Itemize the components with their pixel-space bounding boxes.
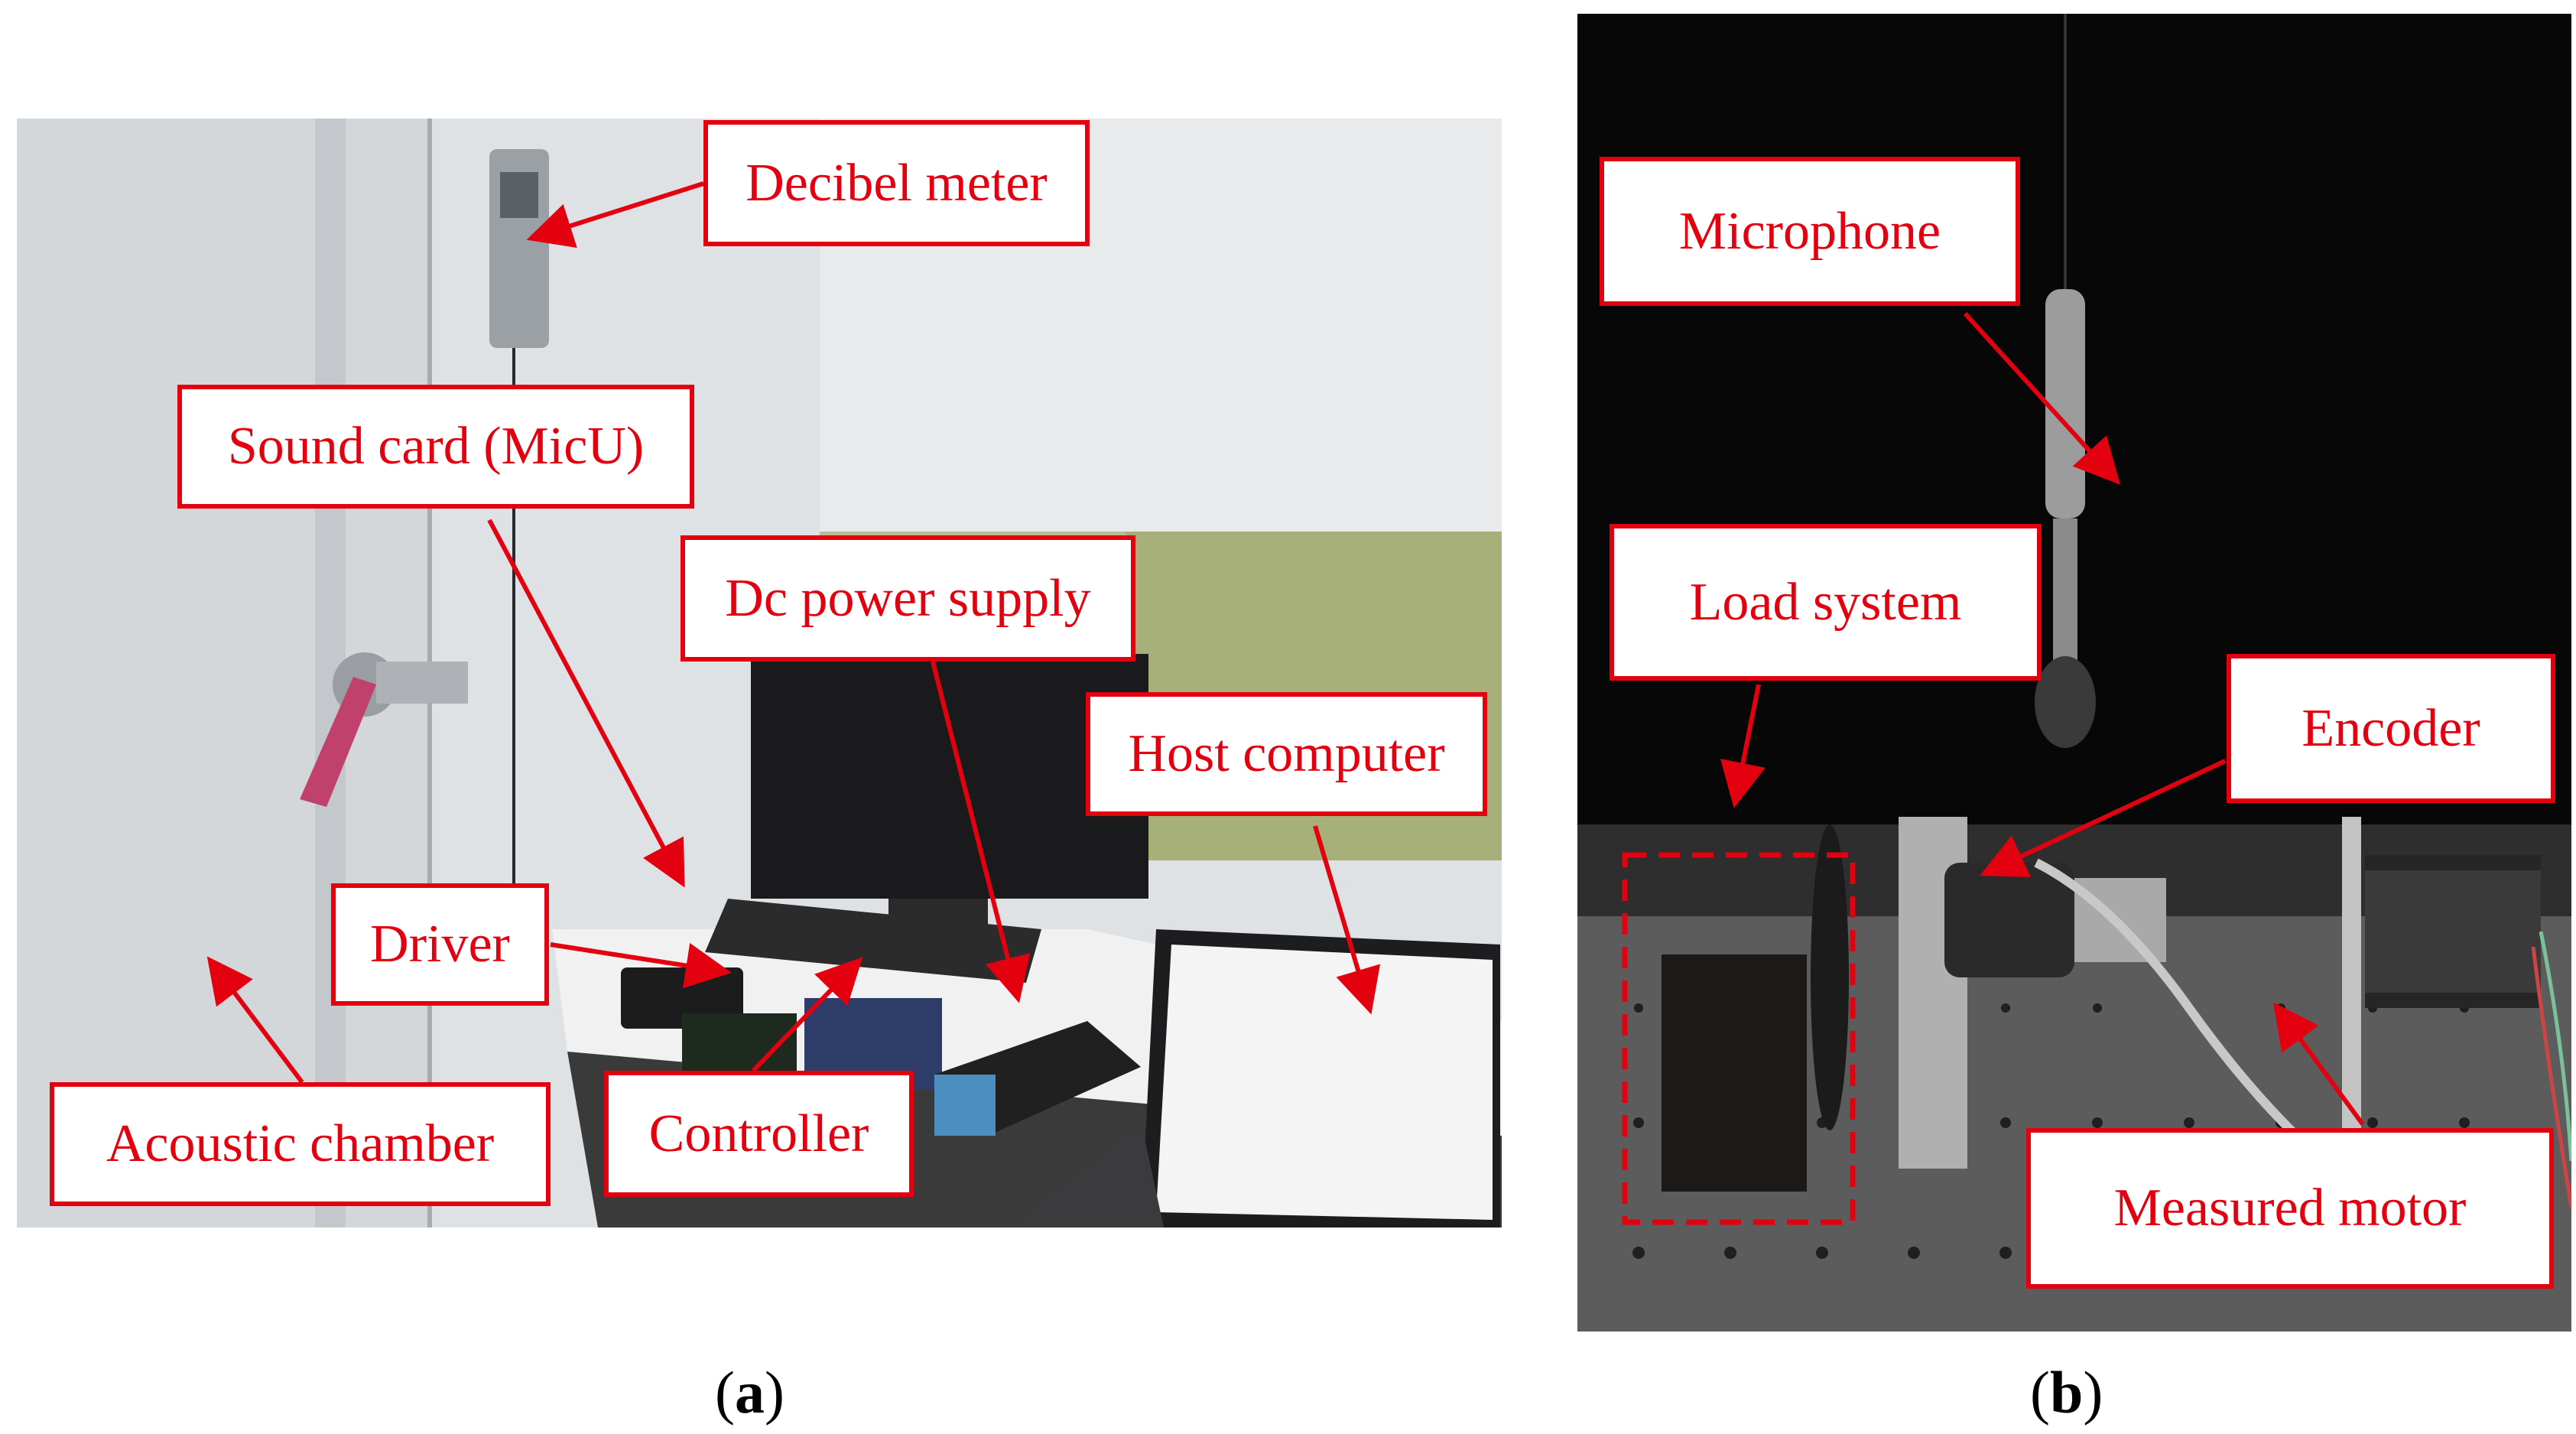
encoder-device: [1944, 863, 2074, 977]
label-encoder: Encoder: [2227, 654, 2555, 803]
microphone-device: [2045, 289, 2085, 519]
label-microphone: Microphone: [1600, 157, 2020, 306]
label-sound-card: Sound card (MicU): [177, 385, 694, 509]
label-measured-motor: Measured motor: [2026, 1128, 2554, 1289]
load-disk: [1811, 824, 1849, 1130]
label-driver: Driver: [331, 883, 549, 1006]
label-decibel-meter: Decibel meter: [703, 120, 1090, 246]
load-system-outline: [1622, 852, 1856, 1225]
caption-a: (a): [715, 1359, 784, 1426]
caption-b-letter: b: [2049, 1359, 2084, 1426]
label-host-computer: Host computer: [1086, 692, 1487, 816]
label-acoustic-chamber: Acoustic chamber: [50, 1082, 551, 1206]
caption-a-letter: a: [734, 1359, 765, 1426]
caption-b: (b): [2030, 1359, 2103, 1426]
photo-panel-a: [17, 119, 1502, 1228]
door-handle: [300, 677, 376, 807]
lab-photo: [17, 119, 1502, 1228]
label-load-system: Load system: [1610, 524, 2042, 681]
load-block: [1662, 954, 1807, 1192]
mic-windscreen: [2035, 656, 2096, 748]
label-dc-power-supply: Dc power supply: [681, 535, 1135, 662]
label-controller: Controller: [604, 1071, 914, 1197]
